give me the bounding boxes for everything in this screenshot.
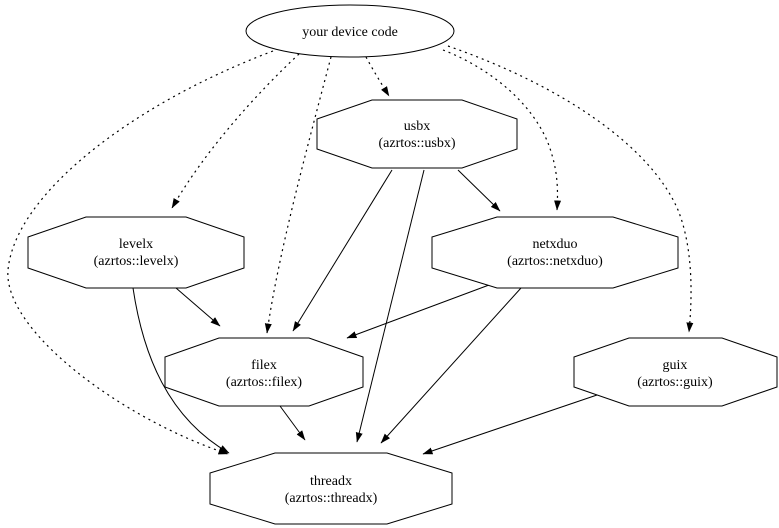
node-usbx: usbx (azrtos::usbx) [316,99,518,169]
netxduo-title: netxduo [532,237,577,252]
node-netxduo: netxduo (azrtos::netxduo) [431,216,679,289]
levelx-subtitle: (azrtos::levelx) [94,254,179,269]
filex-subtitle: (azrtos::filex) [226,375,303,390]
edge-device-usbx [365,56,390,97]
node-guix: guix (azrtos::guix) [573,337,778,407]
edge-levelx-filex [175,287,221,327]
edges-layer [7,45,694,455]
edge-device-guix [447,45,694,333]
guix-octagon-shape [573,337,778,407]
levelx-octagon-shape [27,216,245,289]
edge-levelx-threadx [132,287,230,454]
threadx-title: threadx [310,474,352,489]
threadx-octagon-shape [209,452,453,525]
levelx-title: levelx [119,237,153,252]
node-threadx: threadx (azrtos::threadx) [209,452,453,525]
edge-device-threadx [7,50,274,455]
node-levelx: levelx (azrtos::levelx) [27,216,245,289]
guix-title: guix [663,358,688,373]
device-ellipse-shape [245,4,455,58]
netxduo-octagon-shape [431,216,679,289]
edge-device-levelx [171,53,300,209]
edge-netxduo-threadx [380,287,522,444]
filex-octagon-shape [164,337,364,407]
usbx-title: usbx [404,119,430,134]
edge-guix-threadx [422,394,598,455]
edge-filex-threadx [279,405,306,441]
guix-subtitle: (azrtos::guix) [637,375,713,390]
netxduo-subtitle: (azrtos::netxduo) [507,254,603,269]
edge-netxduo-filex [346,284,490,339]
usbx-subtitle: (azrtos::usbx) [379,136,456,151]
edge-device-filex [264,56,332,334]
node-device: your device code [245,4,455,58]
device-label: your device code [302,25,398,40]
edge-usbx-filex [292,169,393,332]
usbx-octagon-shape [316,99,518,169]
edge-usbx-netxduo [457,169,501,212]
filex-title: filex [251,358,277,373]
node-filex: filex (azrtos::filex) [164,337,364,407]
edge-usbx-threadx [355,169,425,443]
threadx-subtitle: (azrtos::threadx) [285,491,378,506]
